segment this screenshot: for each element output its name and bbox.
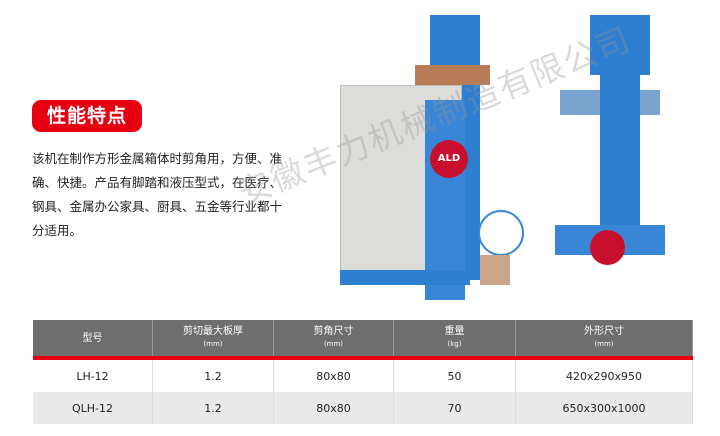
cell: 650x300x1000 bbox=[515, 392, 693, 424]
cell: LH-12 bbox=[33, 358, 153, 392]
header-dimensions: 外形尺寸(mm) bbox=[515, 320, 693, 360]
cell: 1.2 bbox=[152, 358, 274, 392]
hydraulic-machine-image bbox=[555, 15, 670, 285]
cell: 80x80 bbox=[273, 358, 394, 392]
cell: 420x290x950 bbox=[515, 358, 693, 392]
cell: QLH-12 bbox=[33, 392, 153, 424]
spec-table: 型号 剪切最大板厚(mm) 剪角尺寸(mm) 重量(kg) 外形尺寸(mm) L… bbox=[33, 320, 693, 424]
header-corner-size: 剪角尺寸(mm) bbox=[273, 320, 394, 360]
cell: 50 bbox=[393, 358, 516, 392]
header-weight: 重量(kg) bbox=[393, 320, 516, 360]
header-model: 型号 bbox=[33, 320, 153, 360]
cell: 80x80 bbox=[273, 392, 394, 424]
header-thickness: 剪切最大板厚(mm) bbox=[152, 320, 274, 360]
product-description: 该机在制作方形金属箱体时剪角用，方便、准确、快捷。产品有脚踏和液压型式，在医疗、… bbox=[32, 151, 283, 238]
cell: 70 bbox=[393, 392, 516, 424]
cell: 1.2 bbox=[152, 392, 274, 424]
logo: ALD bbox=[430, 140, 468, 178]
foot-pedal-machine-image: ALD bbox=[330, 15, 530, 300]
section-badge: 性能特点 bbox=[32, 100, 142, 132]
